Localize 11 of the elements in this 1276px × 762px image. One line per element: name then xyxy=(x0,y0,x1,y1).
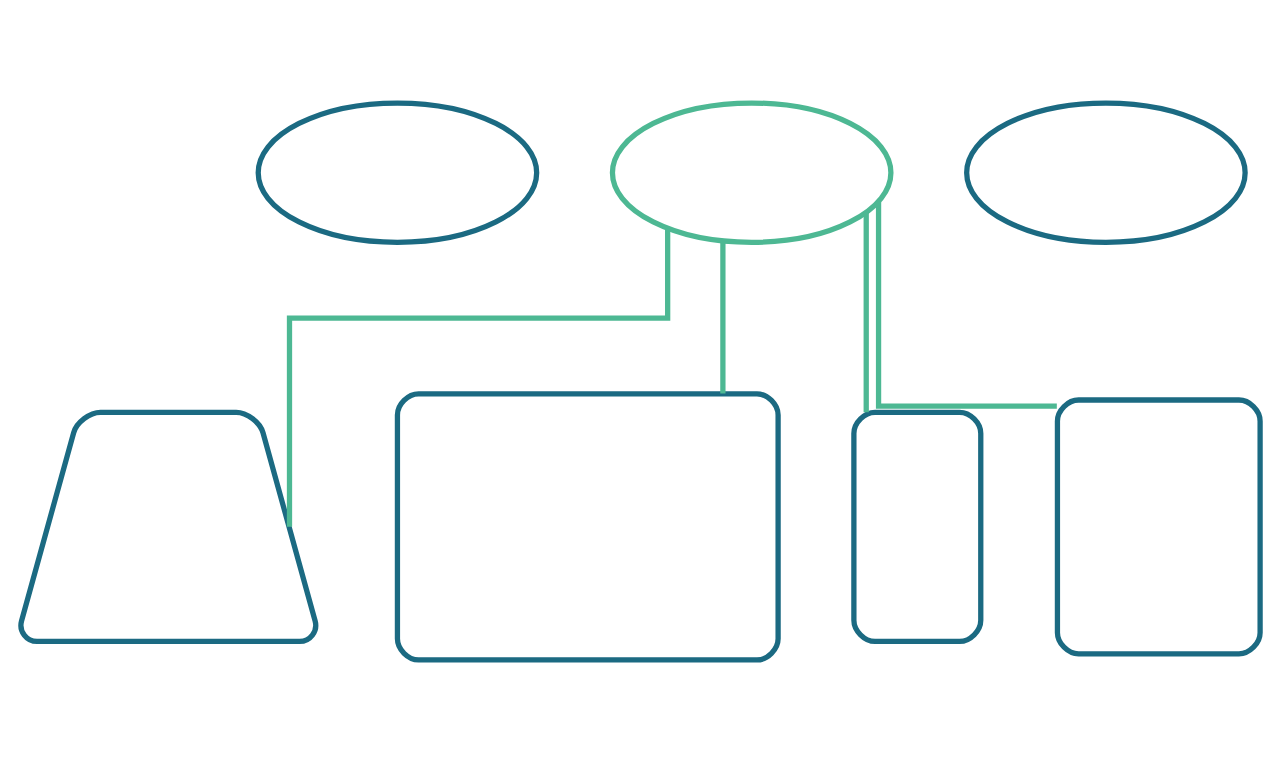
node-laptop xyxy=(18,409,319,644)
connector xyxy=(863,212,869,412)
node-tablet xyxy=(1054,396,1263,656)
connector xyxy=(720,240,726,393)
connector xyxy=(286,227,671,527)
node-phone xyxy=(851,409,984,644)
node-monitor xyxy=(394,390,781,663)
connector xyxy=(875,201,1057,409)
node-cloud xyxy=(964,99,1248,245)
node-cloud xyxy=(609,99,894,245)
node-cloud xyxy=(255,99,540,245)
